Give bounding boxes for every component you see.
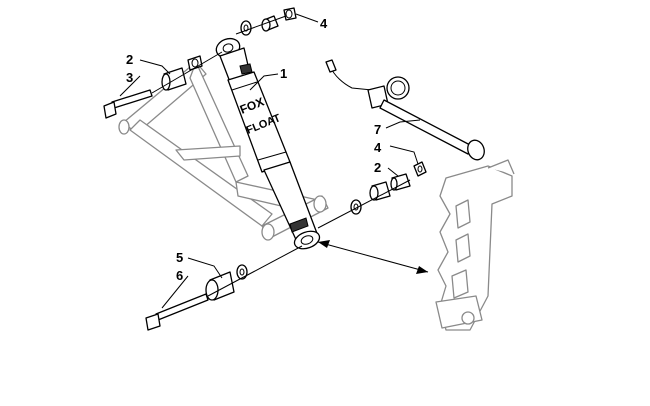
callout-leaders	[119, 13, 421, 309]
mounting-arrow	[317, 240, 429, 274]
shock-absorber: FOX FLOAT	[215, 37, 321, 250]
callout-2-upper: 2	[126, 52, 133, 67]
callout-2-right: 2	[374, 160, 381, 175]
control-arm-frame	[118, 61, 329, 241]
lower-bolt-bushing	[145, 245, 303, 331]
callout-7: 7	[374, 122, 381, 137]
callout-5: 5	[176, 250, 183, 265]
callout-1: 1	[280, 66, 287, 81]
top-washer-nut-group	[235, 7, 297, 36]
shock-pump-gauge	[325, 59, 485, 161]
callout-3: 3	[126, 70, 133, 85]
callout-4-top: 4	[320, 16, 328, 31]
callout-4-right: 4	[374, 140, 382, 155]
spindle-knuckle	[435, 159, 515, 331]
upper-bolt-bushing	[103, 51, 223, 119]
callout-6: 6	[176, 268, 183, 283]
lower-right-hardware	[317, 161, 427, 229]
